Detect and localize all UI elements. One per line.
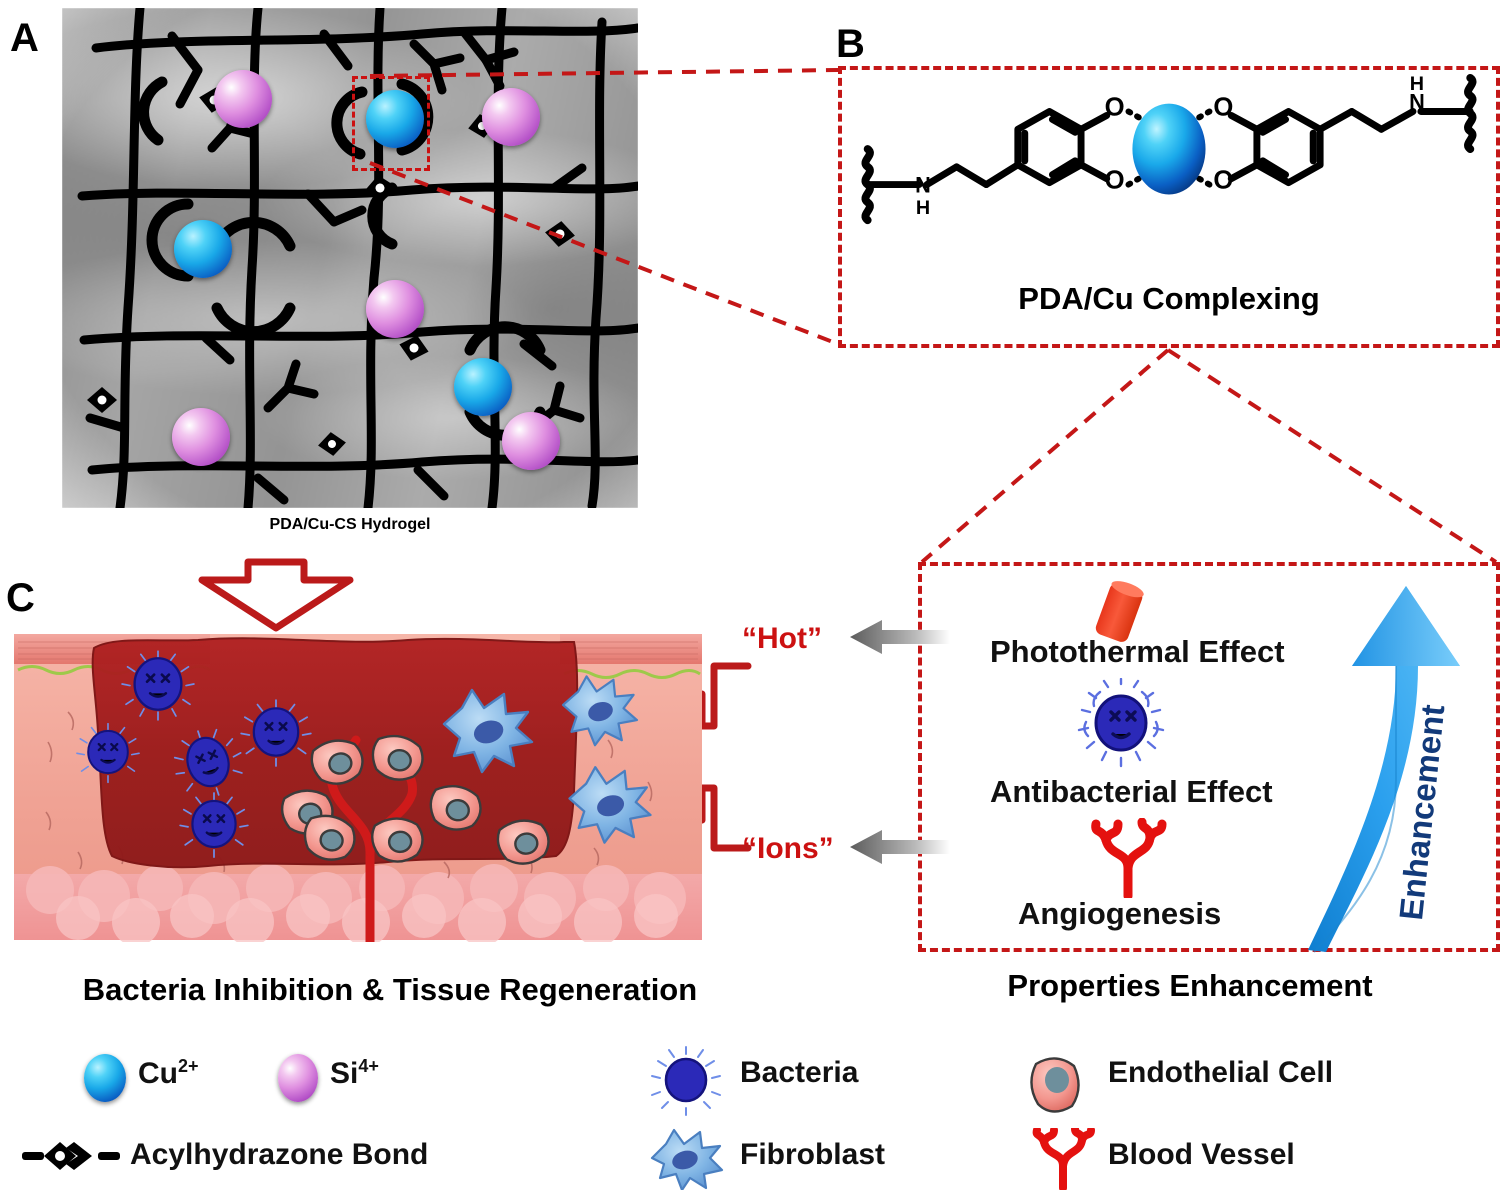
property-label-photothermal: Photothermal Effect [990, 634, 1285, 669]
oxygen-label: O [1213, 93, 1233, 121]
property-label-antibacterial: Antibacterial Effect [990, 774, 1273, 809]
hot-gray-arrow-icon [850, 620, 950, 654]
cu-ion-sphere [174, 220, 232, 278]
legend-label-blood-vessel: Blood Vessel [1108, 1138, 1295, 1171]
cu-ion-sphere-icon [84, 1054, 126, 1102]
dead-bacteria-icon [1077, 678, 1165, 768]
legend-label-fibroblast: Fibroblast [740, 1138, 886, 1171]
cu-ion-sphere [454, 358, 512, 416]
panel-a-zoom-region-box [352, 76, 430, 171]
bacteria-group [76, 650, 312, 858]
red-down-block-arrow-icon [198, 558, 354, 632]
enhancement-arrow-icon [1308, 586, 1460, 953]
legend-label-endothelial-cell: Endothelial Cell [1108, 1056, 1334, 1089]
si-ion-sphere [502, 412, 560, 470]
si-ion-sphere [366, 280, 424, 338]
endothelial-cell-icon [1030, 1057, 1080, 1113]
panel-c-caption: Bacteria Inhibition & Tissue Regeneratio… [82, 972, 698, 1007]
legend-label-bacteria: Bacteria [740, 1056, 859, 1089]
si-ion-sphere-icon [278, 1054, 318, 1102]
svg-text:H: H [916, 197, 930, 219]
svg-text:H: H [1410, 73, 1424, 95]
red-rod-icon [1095, 581, 1144, 642]
legend-label-cu: Cu2+ [138, 1056, 199, 1090]
endothelial-cell-group [280, 734, 550, 865]
panel-c-letter: C [6, 576, 35, 620]
fibroblast-group [442, 675, 652, 844]
ions-gray-arrow-icon [850, 830, 950, 864]
panel-b-caption: PDA/Cu Complexing [1018, 281, 1320, 316]
svg-text:N: N [915, 172, 931, 197]
oxygen-label: O [1213, 167, 1233, 195]
hot-label: “Hot” [742, 622, 822, 655]
cu-ion-sphere [366, 90, 424, 148]
cu-ion-sphere [1132, 103, 1206, 195]
property-label-angiogenesis: Angiogenesis [1018, 896, 1222, 931]
legend: Cu2+ Si4+ Bacteria Endothelial Cell Acyl… [0, 1032, 1500, 1192]
si-ion-sphere [214, 70, 272, 128]
pda-cu-complex-structure: O O O O N H N H [861, 73, 1477, 225]
panel-a-hydrogel [62, 8, 638, 508]
properties-caption: Properties Enhancement [1007, 968, 1373, 1003]
blood-vessel-icon [1032, 1128, 1095, 1190]
legend-label-acylhydrazone-bond: Acylhydrazone Bond [130, 1138, 429, 1171]
panel-c-wound-illustration [8, 612, 708, 942]
properties-enhancement-frame: Photothermal Effect Antibacterial Effect… [918, 562, 1500, 953]
oxygen-label: O [1105, 167, 1125, 195]
panel-a-letter: A [10, 16, 39, 60]
blood-vessel-icon [1091, 818, 1167, 898]
fibroblast-icon [650, 1128, 724, 1190]
bacteria-icon [651, 1046, 721, 1116]
panel-b-letter: B [836, 22, 865, 66]
si-ion-sphere [482, 88, 540, 146]
svg-text:N: N [1409, 90, 1425, 115]
panel-a-caption: PDA/Cu-CS Hydrogel [269, 516, 431, 533]
panel-b-frame: O O O O N H N H [838, 66, 1500, 348]
ions-label: “Ions” [742, 832, 834, 865]
oxygen-label: O [1105, 93, 1125, 121]
acylhydrazone-bond-icon [22, 1142, 120, 1170]
si-ion-sphere [172, 408, 230, 466]
legend-label-si: Si4+ [330, 1056, 379, 1090]
